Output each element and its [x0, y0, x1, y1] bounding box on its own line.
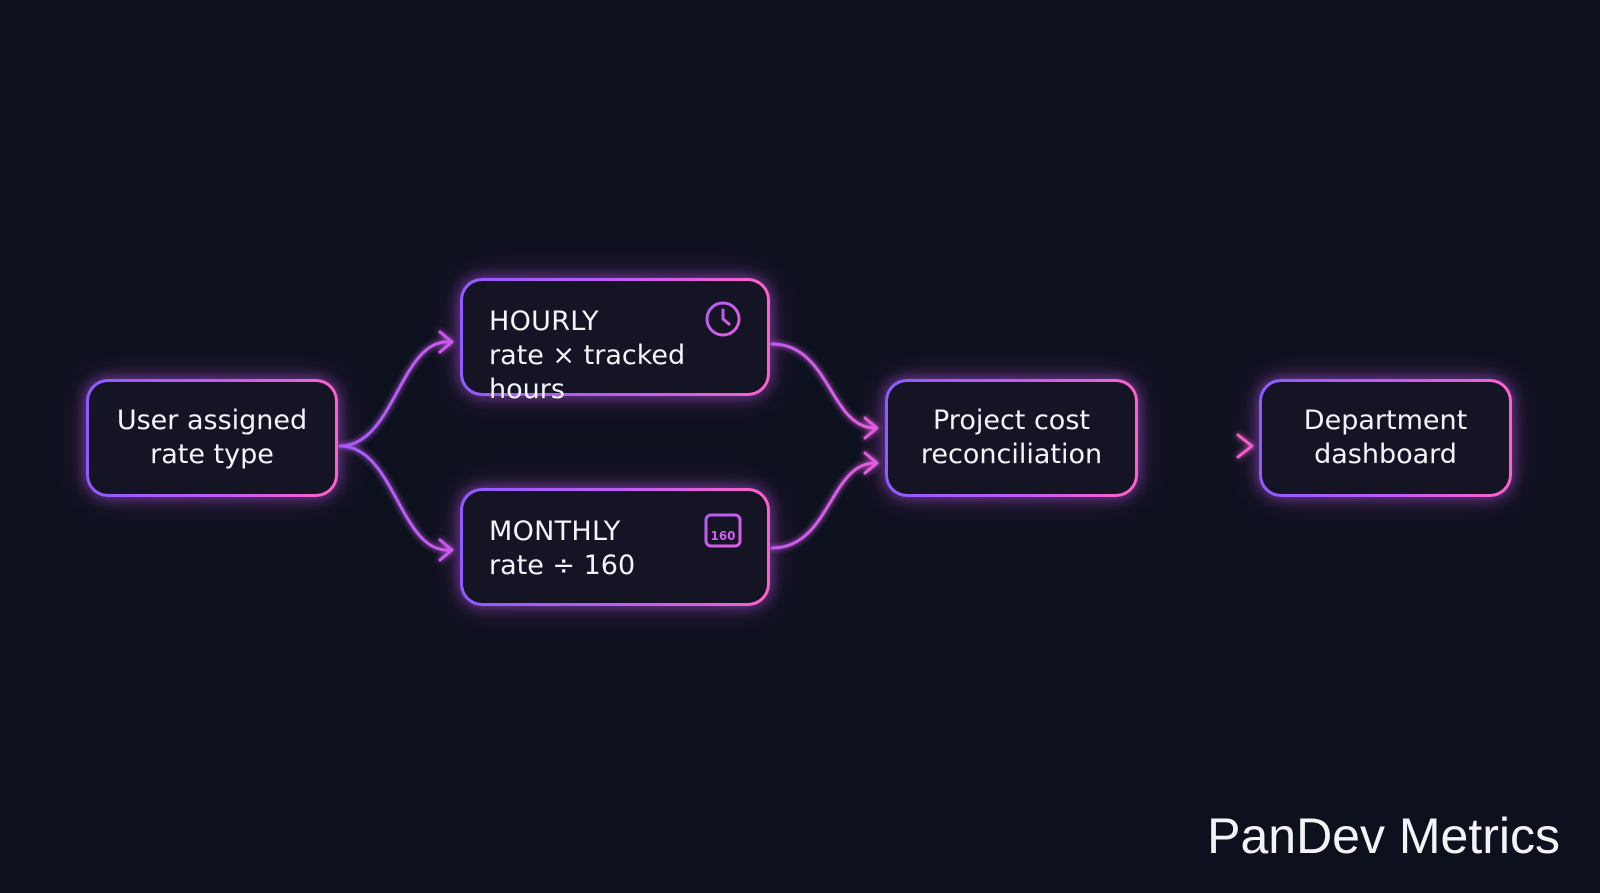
node-project-line2: reconciliation — [920, 439, 1103, 470]
node-project-cost-reconciliation: Project cost reconciliation — [885, 379, 1138, 497]
node-hourly: HOURLY rate × tracked hours — [460, 278, 770, 405]
clock-icon — [705, 301, 741, 337]
arrowhead-hourly — [438, 330, 454, 354]
node-user-line1: User assigned — [116, 405, 308, 436]
arrowhead-project-top — [863, 416, 879, 440]
node-department-line1: Department — [1303, 405, 1468, 436]
node-department-line2: dashboard — [1314, 439, 1457, 470]
node-user-line2: rate type — [150, 439, 274, 470]
monthly-title: MONTHLY — [489, 516, 621, 547]
edge-monthly-to-project — [770, 461, 877, 550]
node-project-line1: Project cost — [933, 405, 1090, 436]
calendar-icon: 160 — [704, 509, 742, 548]
node-monthly: MONTHLY rate ÷ 160 160 — [460, 488, 770, 606]
edge-user-to-hourly — [338, 340, 452, 448]
calendar-icon-text: 160 — [710, 529, 735, 543]
node-department-dashboard: Department dashboard — [1259, 379, 1512, 497]
node-user-assigned-rate-type: User assigned rate type — [86, 379, 338, 497]
edge-hourly-to-project — [770, 342, 877, 430]
brand-wordmark: PanDev Metrics — [1207, 808, 1560, 864]
arrowhead-monthly — [438, 538, 454, 562]
hourly-formula: rate × tracked hours — [489, 340, 686, 405]
arrowhead-project-bottom — [863, 451, 879, 475]
hourly-title: HOURLY — [489, 306, 599, 337]
monthly-formula: rate ÷ 160 — [489, 550, 636, 581]
arrowhead-department — [1236, 433, 1254, 459]
edge-user-to-monthly — [338, 444, 452, 552]
